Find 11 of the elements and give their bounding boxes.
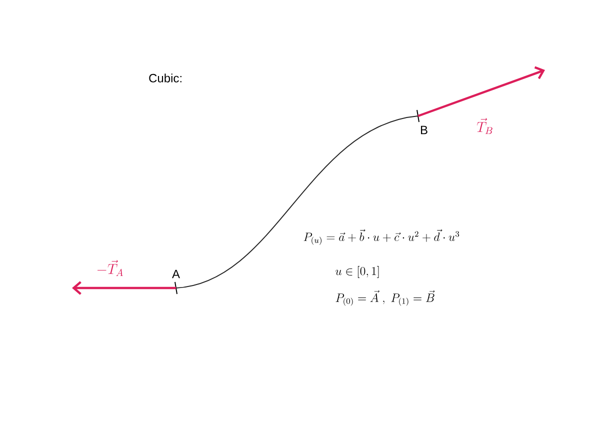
edge-label: $\vec{T}_B$: [476, 118, 492, 134]
point-label: A: [172, 270, 180, 278]
heading: Cubic:: [149, 74, 182, 82]
arrow: [418, 66, 545, 118]
arrow: [72, 281, 176, 295]
curve: [176, 116, 418, 288]
edge-label: $-\vec{T}_A$: [97, 260, 123, 276]
formula: $P_{(0)} = \vec{A}\;,\; P_{(1)} = \vec{B}$: [336, 290, 435, 306]
point-label: B: [421, 126, 428, 134]
formula: $P_{(u)} = \vec{a} + \vec{b}\cdot u + \vec{c}\cdot u^2 + \vec{d}\cdot u^3$: [304, 229, 460, 245]
formula: $u \in [0,1]$: [336, 266, 379, 278]
